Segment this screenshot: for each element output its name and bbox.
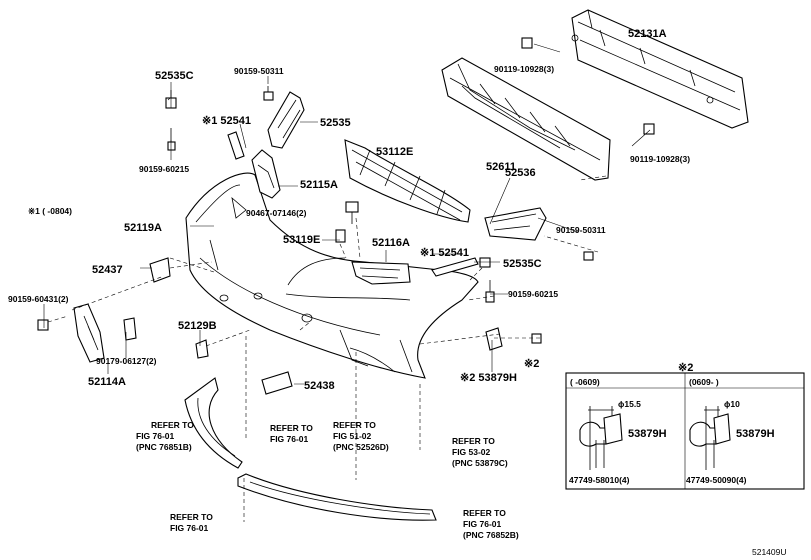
svg-text:REFER TO: REFER TO: [151, 420, 194, 430]
label-90119-bottom: 90119-10928(3): [630, 154, 690, 164]
label-53879H-right: 53879H: [736, 428, 775, 440]
svg-text:(PNC 53879C): (PNC 53879C): [452, 458, 508, 468]
label-52437: 52437: [92, 264, 123, 276]
svg-text:REFER TO: REFER TO: [463, 508, 506, 518]
clip-52535C-right-part[interactable]: [479, 257, 491, 268]
label-52129B: 52129B: [178, 320, 217, 332]
svg-text:(PNC 76851B): (PNC 76851B): [136, 442, 192, 452]
lower-spoiler-left-part[interactable]: [184, 377, 243, 469]
strip-52541-right-part[interactable]: [431, 257, 479, 277]
label-52131A: 52131A: [628, 28, 667, 40]
energy-absorber-part[interactable]: [441, 57, 611, 181]
refer-block-5[interactable]: REFER TO FIG 76-01: [170, 512, 213, 533]
bracket-52536-part[interactable]: [484, 207, 547, 241]
svg-text:REFER TO: REFER TO: [452, 436, 495, 446]
detail-left-range: ( -0609): [570, 377, 600, 387]
svg-text:(PNC 76852B): (PNC 76852B): [463, 530, 519, 540]
label-47749-50090: 47749-50090(4): [686, 475, 747, 485]
diagram-id: 521409U: [752, 547, 787, 557]
bolt-90119-top-part[interactable]: [521, 37, 533, 49]
label-52116A: 52116A: [372, 237, 410, 249]
refer-block-6[interactable]: REFER TO FIG 76-01 (PNC 76852B): [463, 508, 519, 540]
refer-block-1[interactable]: REFER TO FIG 76-01 (PNC 76851B): [136, 420, 194, 452]
refer-block-3[interactable]: REFER TO FIG 51-02 (PNC 52526D): [333, 420, 389, 452]
detail-box: [565, 372, 805, 490]
label-52535C-right: 52535C: [503, 258, 542, 270]
screw-90159-60431-part[interactable]: [37, 319, 49, 331]
cover-52129B-part[interactable]: [195, 339, 209, 359]
note-star1: ※1 ( -0804): [28, 206, 72, 216]
svg-text:FIG 51-02: FIG 51-02: [333, 431, 372, 441]
svg-text:FIG 76-01: FIG 76-01: [136, 431, 175, 441]
label-52535C-top: 52535C: [155, 70, 194, 82]
label-90159-50311-right: 90159-50311: [556, 225, 606, 235]
label-52115A: 52115A: [300, 179, 338, 191]
label-53879H-main: ※2 53879H: [460, 372, 517, 384]
license-bracket-52114A-part[interactable]: [73, 303, 137, 363]
label-47749-58010: 47749-58010(4): [569, 475, 630, 485]
label-90119-top: 90119-10928(3): [494, 64, 554, 74]
cover-52437-part[interactable]: [149, 257, 171, 283]
detail-right-diameter: ϕ10: [724, 399, 740, 409]
svg-text:FIG 76-01: FIG 76-01: [270, 434, 309, 444]
cover-52438-part[interactable]: [261, 371, 293, 395]
note-star2-clip: ※2: [524, 358, 539, 370]
label-53112E: 53112E: [376, 146, 413, 158]
label-90159-60431: 90159-60431(2): [8, 294, 69, 304]
detail-right-range: (0609- ): [689, 377, 719, 387]
svg-text:FIG 76-01: FIG 76-01: [170, 523, 209, 533]
bracket-52116A-part[interactable]: [351, 261, 411, 285]
label-52535: 52535: [320, 117, 351, 129]
grille-part[interactable]: [344, 139, 471, 223]
label-90159-50311-top: 90159-50311: [234, 66, 284, 76]
bolt-90119-bottom-part[interactable]: [643, 123, 655, 135]
screw-90159-60215-left-part[interactable]: [167, 128, 176, 151]
refer-block-2[interactable]: REFER TO FIG 76-01: [270, 423, 313, 444]
screw-90159-60215-right-part[interactable]: [485, 280, 495, 303]
refer-block-4[interactable]: REFER TO FIG 53-02 (PNC 53879C): [452, 436, 508, 468]
svg-text:REFER TO: REFER TO: [270, 423, 313, 433]
label-90467: 90467-07146(2): [246, 208, 307, 218]
svg-text:REFER TO: REFER TO: [170, 512, 213, 522]
bumper-cover-part[interactable]: [185, 172, 479, 379]
screw-90159-50311-right-part[interactable]: [583, 251, 594, 261]
label-90159-60215-left: 90159-60215: [139, 164, 189, 174]
label-53119E: 53119E: [283, 234, 320, 246]
label-52611: 52611: [486, 161, 516, 173]
label-90159-60215-right: 90159-60215: [508, 289, 558, 299]
svg-text:REFER TO: REFER TO: [333, 420, 376, 430]
label-53879H-left: 53879H: [628, 428, 667, 440]
bracket-53879H-main-part[interactable]: [485, 327, 503, 351]
bracket-52535-part[interactable]: [267, 91, 305, 149]
clip-53119E-part[interactable]: [335, 229, 346, 243]
svg-text:(PNC 52526D): (PNC 52526D): [333, 442, 389, 452]
retainer-52115A-part[interactable]: [251, 149, 281, 199]
screw-90159-50311-top-part[interactable]: [263, 86, 274, 101]
label-52119A: 52119A: [124, 222, 162, 234]
svg-text:FIG 76-01: FIG 76-01: [463, 519, 502, 529]
label-52541-right: ※1 52541: [420, 247, 469, 259]
label-52114A: 52114A: [88, 376, 126, 388]
strip-52541-top-part[interactable]: [227, 131, 245, 160]
detail-left-diameter: ϕ15.5: [618, 399, 641, 409]
bumper-reinforcement-part[interactable]: [571, 9, 749, 129]
svg-text:FIG 53-02: FIG 53-02: [452, 447, 491, 457]
clip-90467-part[interactable]: [345, 201, 359, 224]
label-52536: 52536: [505, 167, 536, 179]
label-52438: 52438: [304, 380, 335, 392]
clip-star2-part[interactable]: [531, 333, 542, 344]
label-52541-top: ※1 52541: [202, 115, 251, 127]
lower-spoiler-right-part[interactable]: [237, 473, 437, 521]
label-90179: 90179-06127(2): [96, 356, 157, 366]
detail-box-title: ※2: [678, 362, 693, 374]
